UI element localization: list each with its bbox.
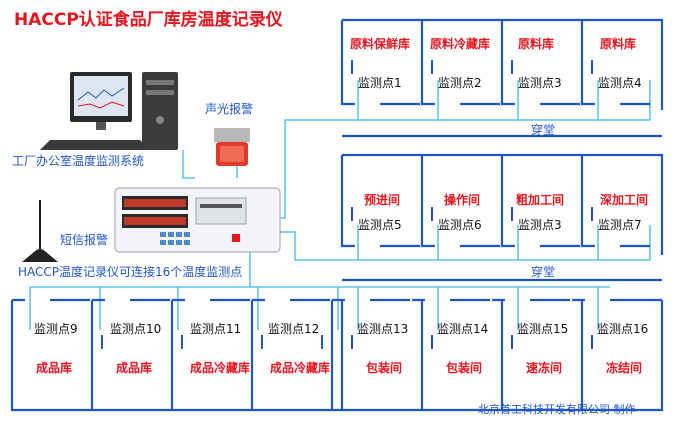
office-system-label: 工厂办公室温度监测系统 <box>12 154 145 168</box>
corridor-lower-label: 穿堂 <box>531 265 556 279</box>
room-name: 包装间 <box>366 361 403 375</box>
sensor-label: 监测点6 <box>438 218 482 232</box>
gsm-antenna <box>22 200 58 262</box>
room-name: 原料库 <box>600 37 637 51</box>
sensor-label: 监测点9 <box>34 322 78 336</box>
sensor-label: 监测点15 <box>517 322 569 336</box>
room-name: 原料保鲜库 <box>350 37 411 51</box>
room-name: 成品库 <box>36 361 73 375</box>
room-name: 预进间 <box>364 193 401 207</box>
sensor-label: 监测点4 <box>598 76 642 90</box>
sms-alarm-label: 短信报警 <box>60 233 109 247</box>
sensor-cabling <box>29 80 651 330</box>
sensor-label: 监测点14 <box>437 322 489 336</box>
sensor-label: 监测点11 <box>190 322 242 336</box>
probe-marks <box>101 60 593 349</box>
room-name: 成品库 <box>116 361 153 375</box>
sensor-label: 监测点12 <box>268 322 320 336</box>
room-name: 原料冷藏库 <box>430 37 491 51</box>
office-computer <box>40 72 178 150</box>
credit-label: 北京首工科技开发有限公司 制作 <box>478 403 636 416</box>
recorder-caption: HACCP温度记录仪可连接16个温度监测点 <box>18 265 243 279</box>
room-name: 操作间 <box>444 193 481 207</box>
sensor-label: 监测点1 <box>358 76 402 90</box>
siren-device <box>214 128 250 166</box>
diagram-title: HACCP认证食品厂库房温度记录仪 <box>14 10 283 30</box>
room-name: 原料库 <box>518 37 555 51</box>
sensor-label: 监测点3 <box>518 218 562 232</box>
room-name: 深加工间 <box>600 193 649 207</box>
alarm-label: 声光报警 <box>205 102 254 116</box>
sensor-label: 监测点10 <box>110 322 162 336</box>
sensor-label: 监测点2 <box>438 76 482 90</box>
room-name: 成品冷藏库 <box>190 361 251 375</box>
room-name: 冻结间 <box>606 361 643 375</box>
room-name: 包装间 <box>446 361 483 375</box>
room-name: 成品冷藏库 <box>270 361 331 375</box>
temperature-recorder <box>114 187 281 253</box>
sensor-label: 监测点16 <box>597 322 649 336</box>
corridor-upper-label: 穿堂 <box>531 123 556 137</box>
room-name: 粗加工间 <box>516 193 565 207</box>
room-name: 速冻间 <box>526 361 563 375</box>
room-walls <box>10 18 664 412</box>
sensor-label: 监测点13 <box>357 322 409 336</box>
sensor-label: 监测点5 <box>358 218 402 232</box>
sensor-label: 监测点3 <box>518 76 562 90</box>
sensor-label: 监测点7 <box>598 218 642 232</box>
